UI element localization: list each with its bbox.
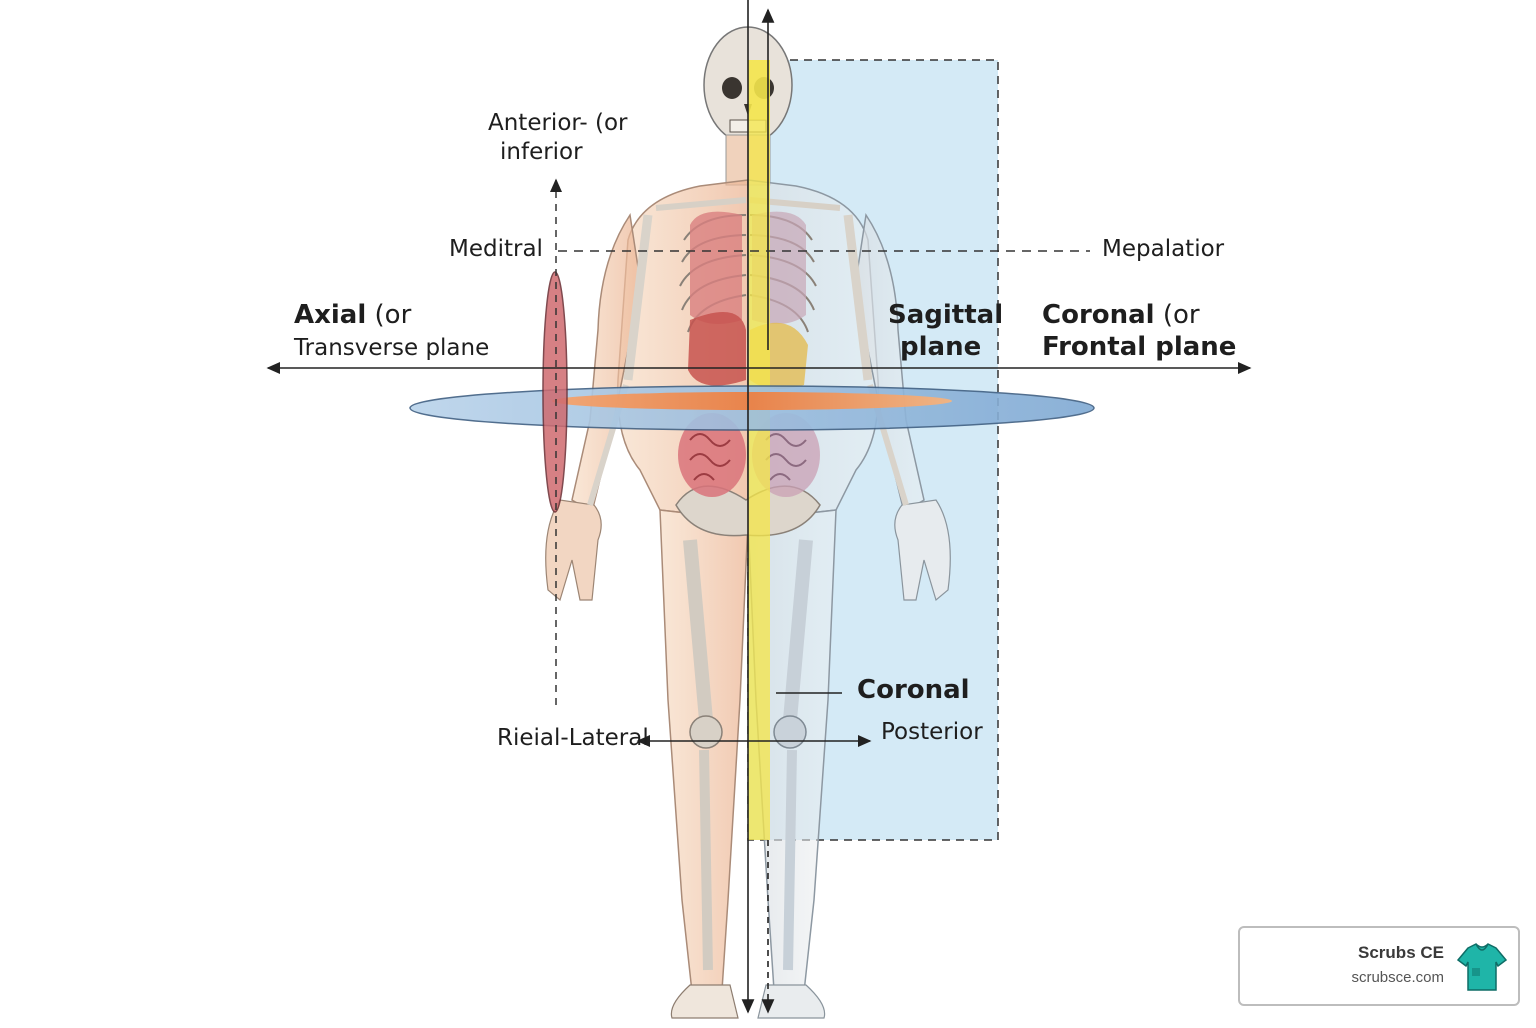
axial-label-line2: Transverse plane bbox=[294, 335, 490, 361]
axial-label-rest: (or bbox=[366, 300, 412, 330]
scrubs-shirt-icon bbox=[1456, 943, 1508, 991]
axial-label-line1: Axial (or bbox=[294, 299, 411, 331]
anterior-label-line2: inferior bbox=[500, 139, 583, 165]
axial-label-bold: Axial bbox=[294, 300, 367, 330]
sagittal-plane-head bbox=[748, 60, 770, 120]
sagittal-label-line1: Sagittal bbox=[888, 300, 1004, 330]
watermark-name: Scrubs CE bbox=[1358, 943, 1444, 962]
coronal-frontal-label-line1: Coronal (or bbox=[1042, 299, 1200, 331]
posterior-label: Posterior bbox=[881, 719, 983, 745]
vertical-side-plane bbox=[542, 271, 568, 513]
coronal-label: Coronal bbox=[857, 675, 970, 705]
coronal-frontal-rest: (or bbox=[1154, 300, 1200, 330]
axial-plane-core bbox=[552, 392, 952, 410]
sagittal-plane bbox=[748, 60, 770, 840]
mepalatior-label: Mepalatior bbox=[1102, 236, 1225, 262]
coronal-frontal-label-line2: Frontal plane bbox=[1042, 332, 1237, 362]
meditral-label: Meditral bbox=[449, 236, 543, 262]
sagittal-label-line2: plane bbox=[900, 332, 982, 362]
watermark-box[interactable]: Scrubs CE scrubsce.com bbox=[1238, 926, 1520, 1006]
watermark-url: scrubsce.com bbox=[1351, 969, 1444, 986]
lateral-label: Rieial-Lateral bbox=[497, 725, 649, 751]
coronal-frontal-bold: Coronal bbox=[1042, 300, 1155, 330]
anterior-label-line1: Anterior- (or bbox=[488, 110, 628, 136]
